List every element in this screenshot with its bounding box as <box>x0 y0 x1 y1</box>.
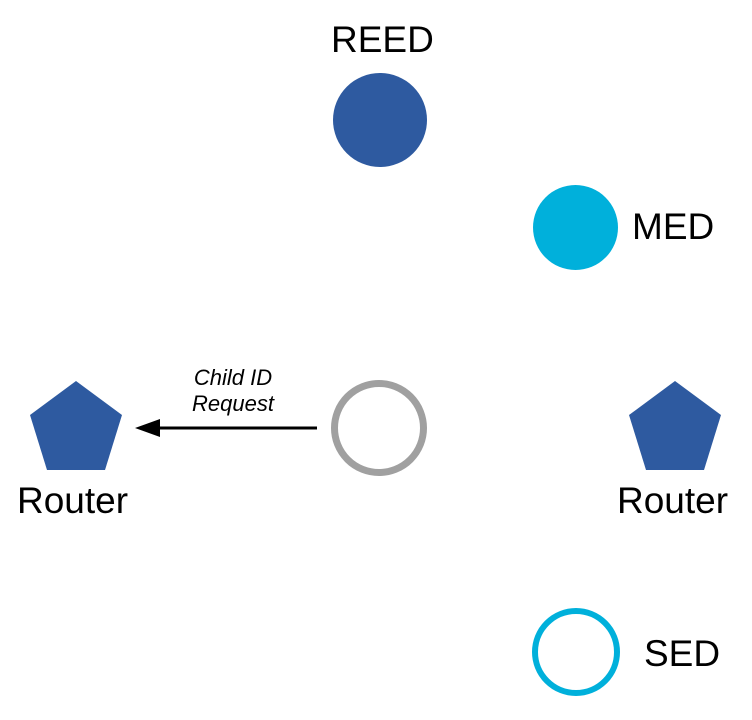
med-filled-circle-icon[interactable] <box>533 185 618 270</box>
reed-filled-circle-icon[interactable] <box>333 73 427 167</box>
node-label-router-left: Router <box>17 480 129 521</box>
node-label-router-right: Router <box>617 480 729 521</box>
joining-device-hollow-circle-icon[interactable] <box>331 380 427 476</box>
sed-hollow-circle-icon[interactable] <box>532 608 620 696</box>
edge-label-child-id-request: Child ID Request <box>192 365 274 416</box>
node-label-med: MED <box>632 206 715 247</box>
node-label-reed: REED <box>331 19 434 60</box>
node-label-sed: SED <box>644 633 721 674</box>
